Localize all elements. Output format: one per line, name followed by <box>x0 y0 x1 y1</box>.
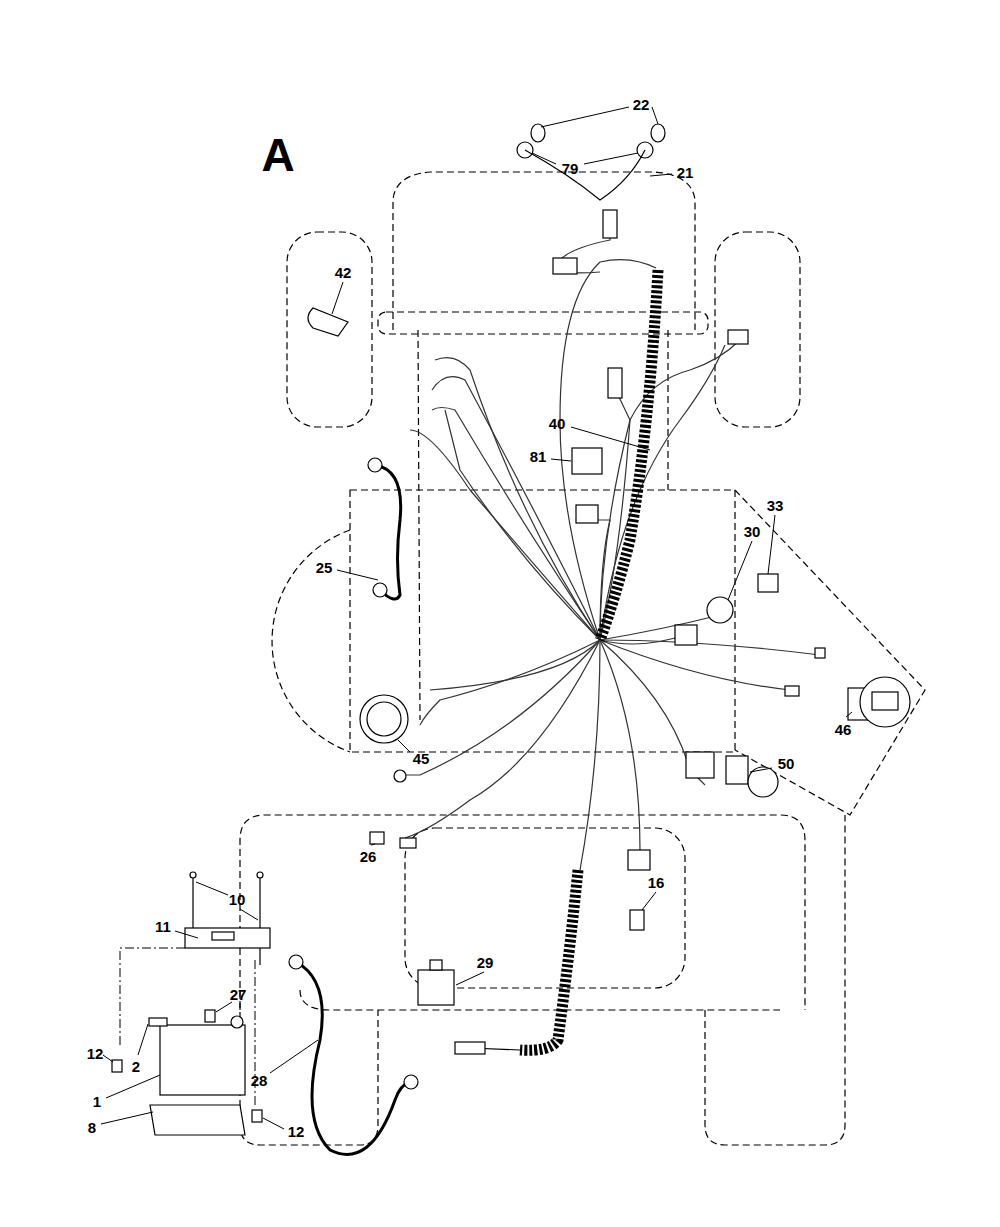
callout-number: 50 <box>777 755 796 772</box>
callout-number: 27 <box>229 986 248 1003</box>
callout-number: 21 <box>676 164 695 181</box>
callout-number: 2 <box>131 1058 141 1075</box>
callout-number: 11 <box>154 918 172 935</box>
callout-number: 22 <box>632 96 651 113</box>
callout-number: 10 <box>228 891 247 908</box>
view-letter: A <box>260 131 295 179</box>
harness-wires <box>400 220 820 870</box>
callout-number: 12 <box>86 1045 105 1062</box>
conduit <box>470 270 658 1050</box>
callout-number: 8 <box>87 1119 97 1136</box>
assembly-lines <box>120 948 255 1105</box>
callout-number: 12 <box>287 1123 306 1140</box>
callout-number: 79 <box>561 160 580 177</box>
battery-cables <box>296 465 410 1154</box>
callout-number: 42 <box>334 264 353 281</box>
callout-number: 33 <box>766 497 785 514</box>
callout-number: 30 <box>743 523 762 540</box>
callout-number: 25 <box>315 559 334 576</box>
callout-number: 81 <box>529 448 548 465</box>
leader-lines <box>101 107 852 1129</box>
callout-number: 29 <box>476 954 495 971</box>
callout-number: 28 <box>250 1072 269 1089</box>
callout-number: 45 <box>412 750 431 767</box>
tractor-outline <box>240 172 925 1145</box>
callout-number: 46 <box>834 721 853 738</box>
callout-number: 1 <box>92 1093 102 1110</box>
callout-number: 40 <box>548 415 567 432</box>
callout-number: 16 <box>647 874 666 891</box>
parts <box>112 124 910 1135</box>
callout-number: 26 <box>359 848 378 865</box>
